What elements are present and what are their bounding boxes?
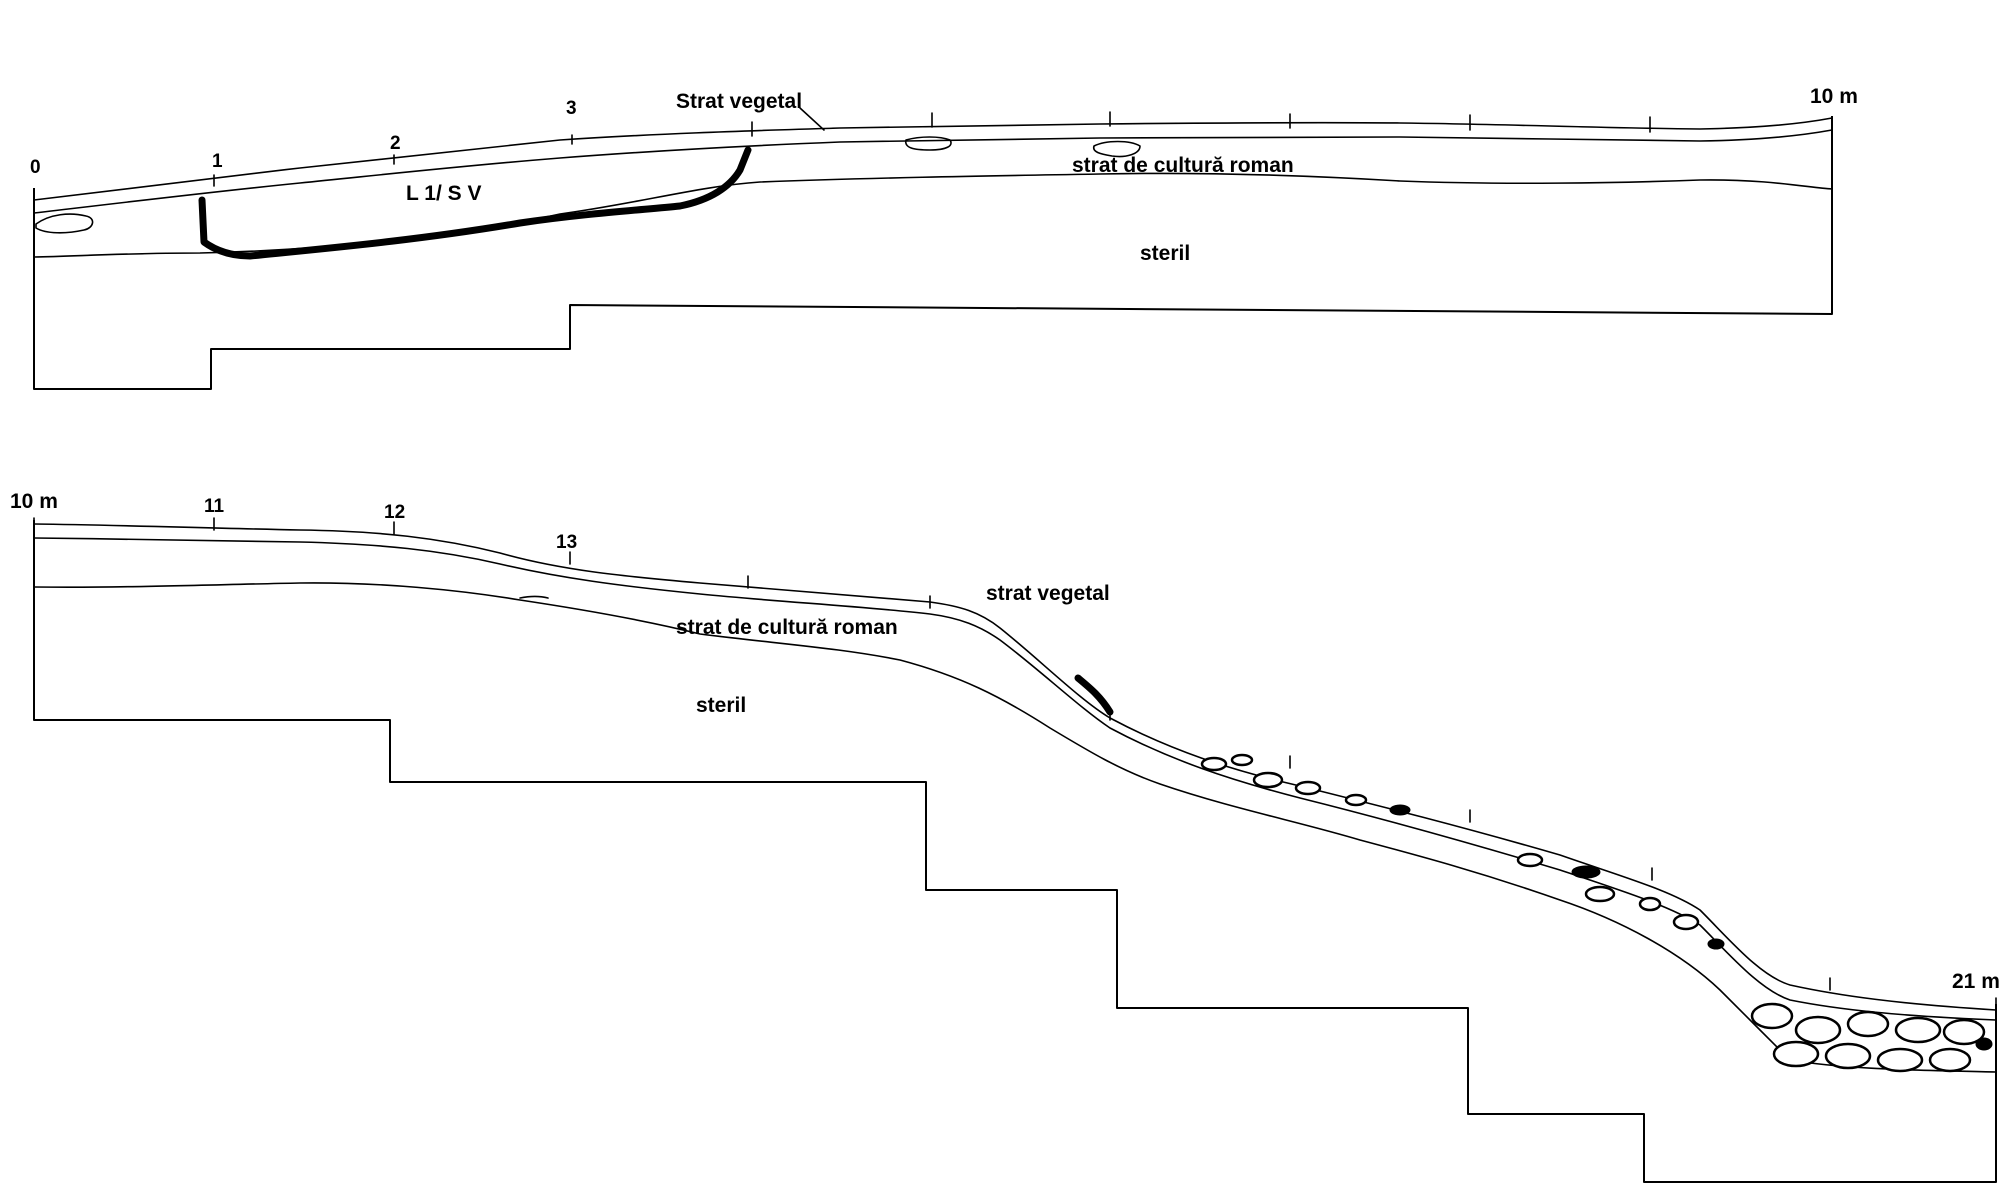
stone-inclusions xyxy=(1200,753,1993,1073)
stone xyxy=(1389,804,1411,816)
upper-profile: 0 1 2 3 10 m Strat vegetal strat de cult… xyxy=(30,85,1858,390)
stone xyxy=(1707,938,1725,950)
stone xyxy=(1846,1010,1890,1038)
stone xyxy=(1200,756,1228,772)
lower-tick-13: 13 xyxy=(556,532,577,553)
stone xyxy=(1638,896,1662,912)
upper-vegetal-label: Strat vegetal xyxy=(676,90,802,113)
upper-lens-2 xyxy=(1092,140,1141,158)
lower-stepped-base xyxy=(33,520,1997,1183)
upper-tick-3: 3 xyxy=(566,98,577,119)
upper-tick-2: 2 xyxy=(390,133,401,154)
stone xyxy=(1824,1042,1872,1070)
lower-start-label: 10 m xyxy=(10,490,58,513)
stone xyxy=(1672,913,1700,931)
lower-culture-base xyxy=(33,582,1997,1073)
stone xyxy=(1942,1018,1986,1046)
upper-start-label: 0 xyxy=(30,157,41,178)
stone xyxy=(1894,1016,1942,1044)
stone xyxy=(1772,1040,1820,1068)
upper-tick-marks xyxy=(33,111,1651,205)
lower-dark-lens xyxy=(1074,674,1114,716)
lower-ground-surface xyxy=(33,523,1997,1011)
stone xyxy=(1230,753,1254,767)
stone xyxy=(1571,865,1601,879)
lower-tick-12: 12 xyxy=(384,502,405,523)
upper-culture-label: strat de cultură roman xyxy=(1072,154,1294,177)
upper-vegetal-base xyxy=(33,129,1833,214)
stone xyxy=(1584,885,1616,903)
upper-culture-base xyxy=(33,172,1833,258)
upper-lens-1 xyxy=(905,136,952,151)
lower-vegetal-label: strat vegetal xyxy=(986,582,1110,605)
stone xyxy=(1794,1015,1842,1045)
lower-end-label: 21 m xyxy=(1952,970,2000,993)
stone xyxy=(1294,780,1322,796)
upper-end-label: 10 m xyxy=(1810,85,1858,108)
lower-tick-marks xyxy=(33,517,1997,1011)
upper-tick-1: 1 xyxy=(212,151,223,172)
lower-culture-label: strat de cultură roman xyxy=(676,616,898,639)
upper-ground-surface xyxy=(33,117,1833,201)
stone xyxy=(1876,1047,1924,1073)
upper-lens-left xyxy=(35,213,94,234)
lower-vegetal-base xyxy=(33,537,1997,1021)
stone xyxy=(1750,1002,1794,1030)
stone xyxy=(1516,852,1544,868)
feature-label: L 1/ S V xyxy=(406,182,481,205)
lower-sterile-label: steril xyxy=(696,694,746,717)
lower-small-lens xyxy=(519,595,549,599)
lower-tick-11: 11 xyxy=(204,496,225,517)
stone xyxy=(1252,771,1284,789)
feature-pit-outline xyxy=(198,146,752,260)
lower-profile: 10 m 11 12 13 21 m strat vegetal strat d… xyxy=(10,490,2000,1183)
stone xyxy=(1344,793,1368,807)
upper-left-wall xyxy=(33,116,1833,390)
stone xyxy=(1975,1037,1993,1051)
vegetal-label-leader xyxy=(799,107,825,131)
upper-sterile-label: steril xyxy=(1140,242,1190,265)
stone xyxy=(1928,1047,1972,1073)
